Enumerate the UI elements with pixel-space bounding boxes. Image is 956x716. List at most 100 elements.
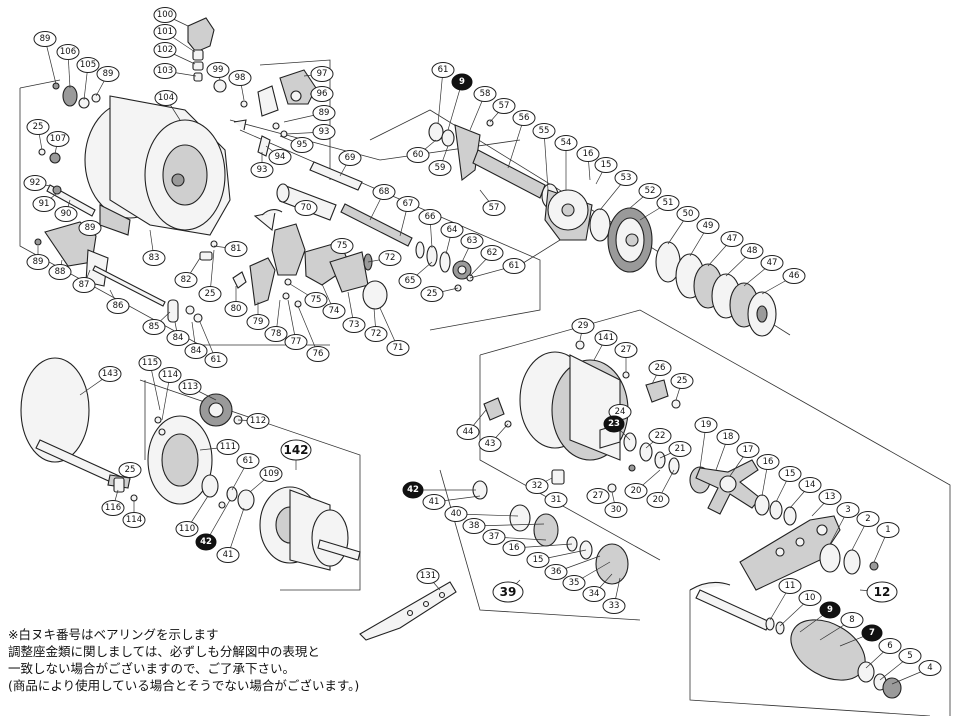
label-bubble — [153, 7, 177, 23]
part-callout-61: 61 — [431, 62, 455, 125]
part-number-label: 33 — [609, 601, 620, 611]
part-callout-19: 19 — [694, 417, 718, 469]
part-number-label: 65 — [405, 276, 416, 286]
part-number-label: 11 — [785, 581, 796, 591]
part-callout-89: 89 — [26, 246, 50, 270]
part-number-label: 93 — [257, 165, 268, 175]
part-callout-116: 116 — [101, 489, 125, 516]
part-number-label: 31 — [551, 495, 562, 505]
part-callout-40: 40 — [444, 506, 519, 522]
part-number-label: 34 — [589, 589, 600, 599]
label-bubble — [431, 62, 455, 78]
part-labels: 1001011021031048910610589251079291908989… — [23, 7, 942, 685]
part-callout-64: 64 — [440, 222, 464, 255]
label-bubble — [478, 436, 502, 452]
part-number-label: 19 — [701, 420, 712, 430]
part-number-label: 36 — [551, 567, 562, 577]
label-bubble — [736, 442, 760, 458]
notes-block: ※白ヌキ番号はベアリングを示します 調整座金類に関しましては、必ずしも分解図中の… — [8, 626, 448, 694]
label-bubble — [290, 137, 314, 153]
part-number-label: 88 — [55, 267, 66, 277]
part-number-label: 41 — [429, 497, 440, 507]
part-callout-88: 88 — [48, 259, 72, 280]
label-bubble — [46, 131, 70, 147]
label-bubble — [525, 478, 549, 494]
part-callout-50: 50 — [667, 206, 700, 245]
note-bearing-legend: ※白ヌキ番号はベアリングを示します — [8, 627, 219, 642]
note-shim-line3: (商品により使用している場合とそうでない場合がございます。) — [8, 678, 360, 693]
part-callout-31: 31 — [544, 492, 568, 508]
label-bubble — [898, 648, 922, 664]
part-callout-97: 97 — [303, 66, 334, 82]
label-bubble — [614, 342, 638, 358]
part-number-label: 97 — [317, 69, 328, 79]
part-callout-57: 57 — [489, 98, 516, 123]
part-number-label: 78 — [271, 329, 282, 339]
label-bubble — [312, 105, 336, 121]
label-bubble — [492, 581, 524, 603]
part-number-label: 89 — [85, 223, 96, 233]
label-bubble — [638, 183, 662, 199]
part-number-label: 38 — [469, 521, 480, 531]
part-callout-46: 46 — [761, 268, 806, 295]
part-number-label: 110 — [179, 524, 195, 534]
label-bubble — [138, 355, 162, 371]
part-callout-103: 103 — [153, 63, 197, 79]
part-number-label: 67 — [403, 199, 414, 209]
label-bubble — [818, 489, 842, 505]
part-callout-42: 42 — [195, 499, 231, 551]
part-number-label: 16 — [583, 149, 594, 159]
part-callout-39: 39 — [492, 579, 524, 603]
part-number-label: 23 — [608, 419, 620, 429]
part-callout-36: 36 — [544, 555, 601, 580]
part-number-label: 57 — [489, 203, 500, 213]
part-callout-52: 52 — [629, 183, 662, 209]
label-bubble — [571, 318, 595, 334]
part-number-label: 40 — [451, 509, 462, 519]
part-number-label: 25 — [205, 289, 216, 299]
part-number-label: 41 — [223, 550, 234, 560]
part-number-label: 71 — [393, 343, 404, 353]
part-callout-94: 94 — [265, 145, 292, 165]
part-number-label: 3 — [845, 505, 850, 515]
label-bubble — [416, 568, 440, 584]
label-bubble — [280, 439, 312, 461]
part-callout-32: 32 — [525, 477, 553, 494]
label-bubble — [716, 429, 740, 445]
part-callout-93: 93 — [250, 152, 274, 178]
part-callout-67: 67 — [396, 196, 420, 237]
part-number-label: 85 — [149, 322, 160, 332]
part-number-label: 76 — [313, 349, 324, 359]
part-number-label: 86 — [113, 301, 124, 311]
label-bubble — [798, 477, 822, 493]
part-callout-48: 48 — [725, 243, 764, 277]
label-bubble — [576, 146, 600, 162]
part-number-label: 107 — [50, 134, 66, 144]
part-callout-51: 51 — [639, 195, 680, 221]
part-callout-131: 131 — [416, 568, 441, 591]
label-bubble — [204, 352, 228, 368]
leader-line — [543, 130, 549, 191]
label-bubble — [106, 298, 130, 314]
part-number-label: 75 — [311, 295, 322, 305]
label-bubble — [228, 70, 252, 86]
part-callout-38: 38 — [462, 518, 545, 534]
part-number-label: 72 — [385, 253, 396, 263]
label-bubble — [861, 624, 883, 642]
part-callout-21: 21 — [659, 441, 692, 459]
part-callout-92: 92 — [23, 175, 51, 191]
part-number-label: 25 — [677, 376, 688, 386]
label-bubble — [440, 222, 464, 238]
part-number-label: 61 — [211, 355, 222, 365]
part-number-label: 95 — [297, 140, 308, 150]
part-callout-63: 63 — [460, 233, 484, 263]
part-number-label: 89 — [319, 108, 330, 118]
part-number-label: 46 — [789, 271, 800, 281]
label-bubble — [648, 360, 672, 376]
label-bubble — [195, 533, 217, 551]
label-bubble — [158, 367, 182, 383]
label-bubble — [398, 273, 422, 289]
part-number-label: 63 — [467, 236, 478, 246]
part-number-label: 4 — [927, 663, 932, 673]
